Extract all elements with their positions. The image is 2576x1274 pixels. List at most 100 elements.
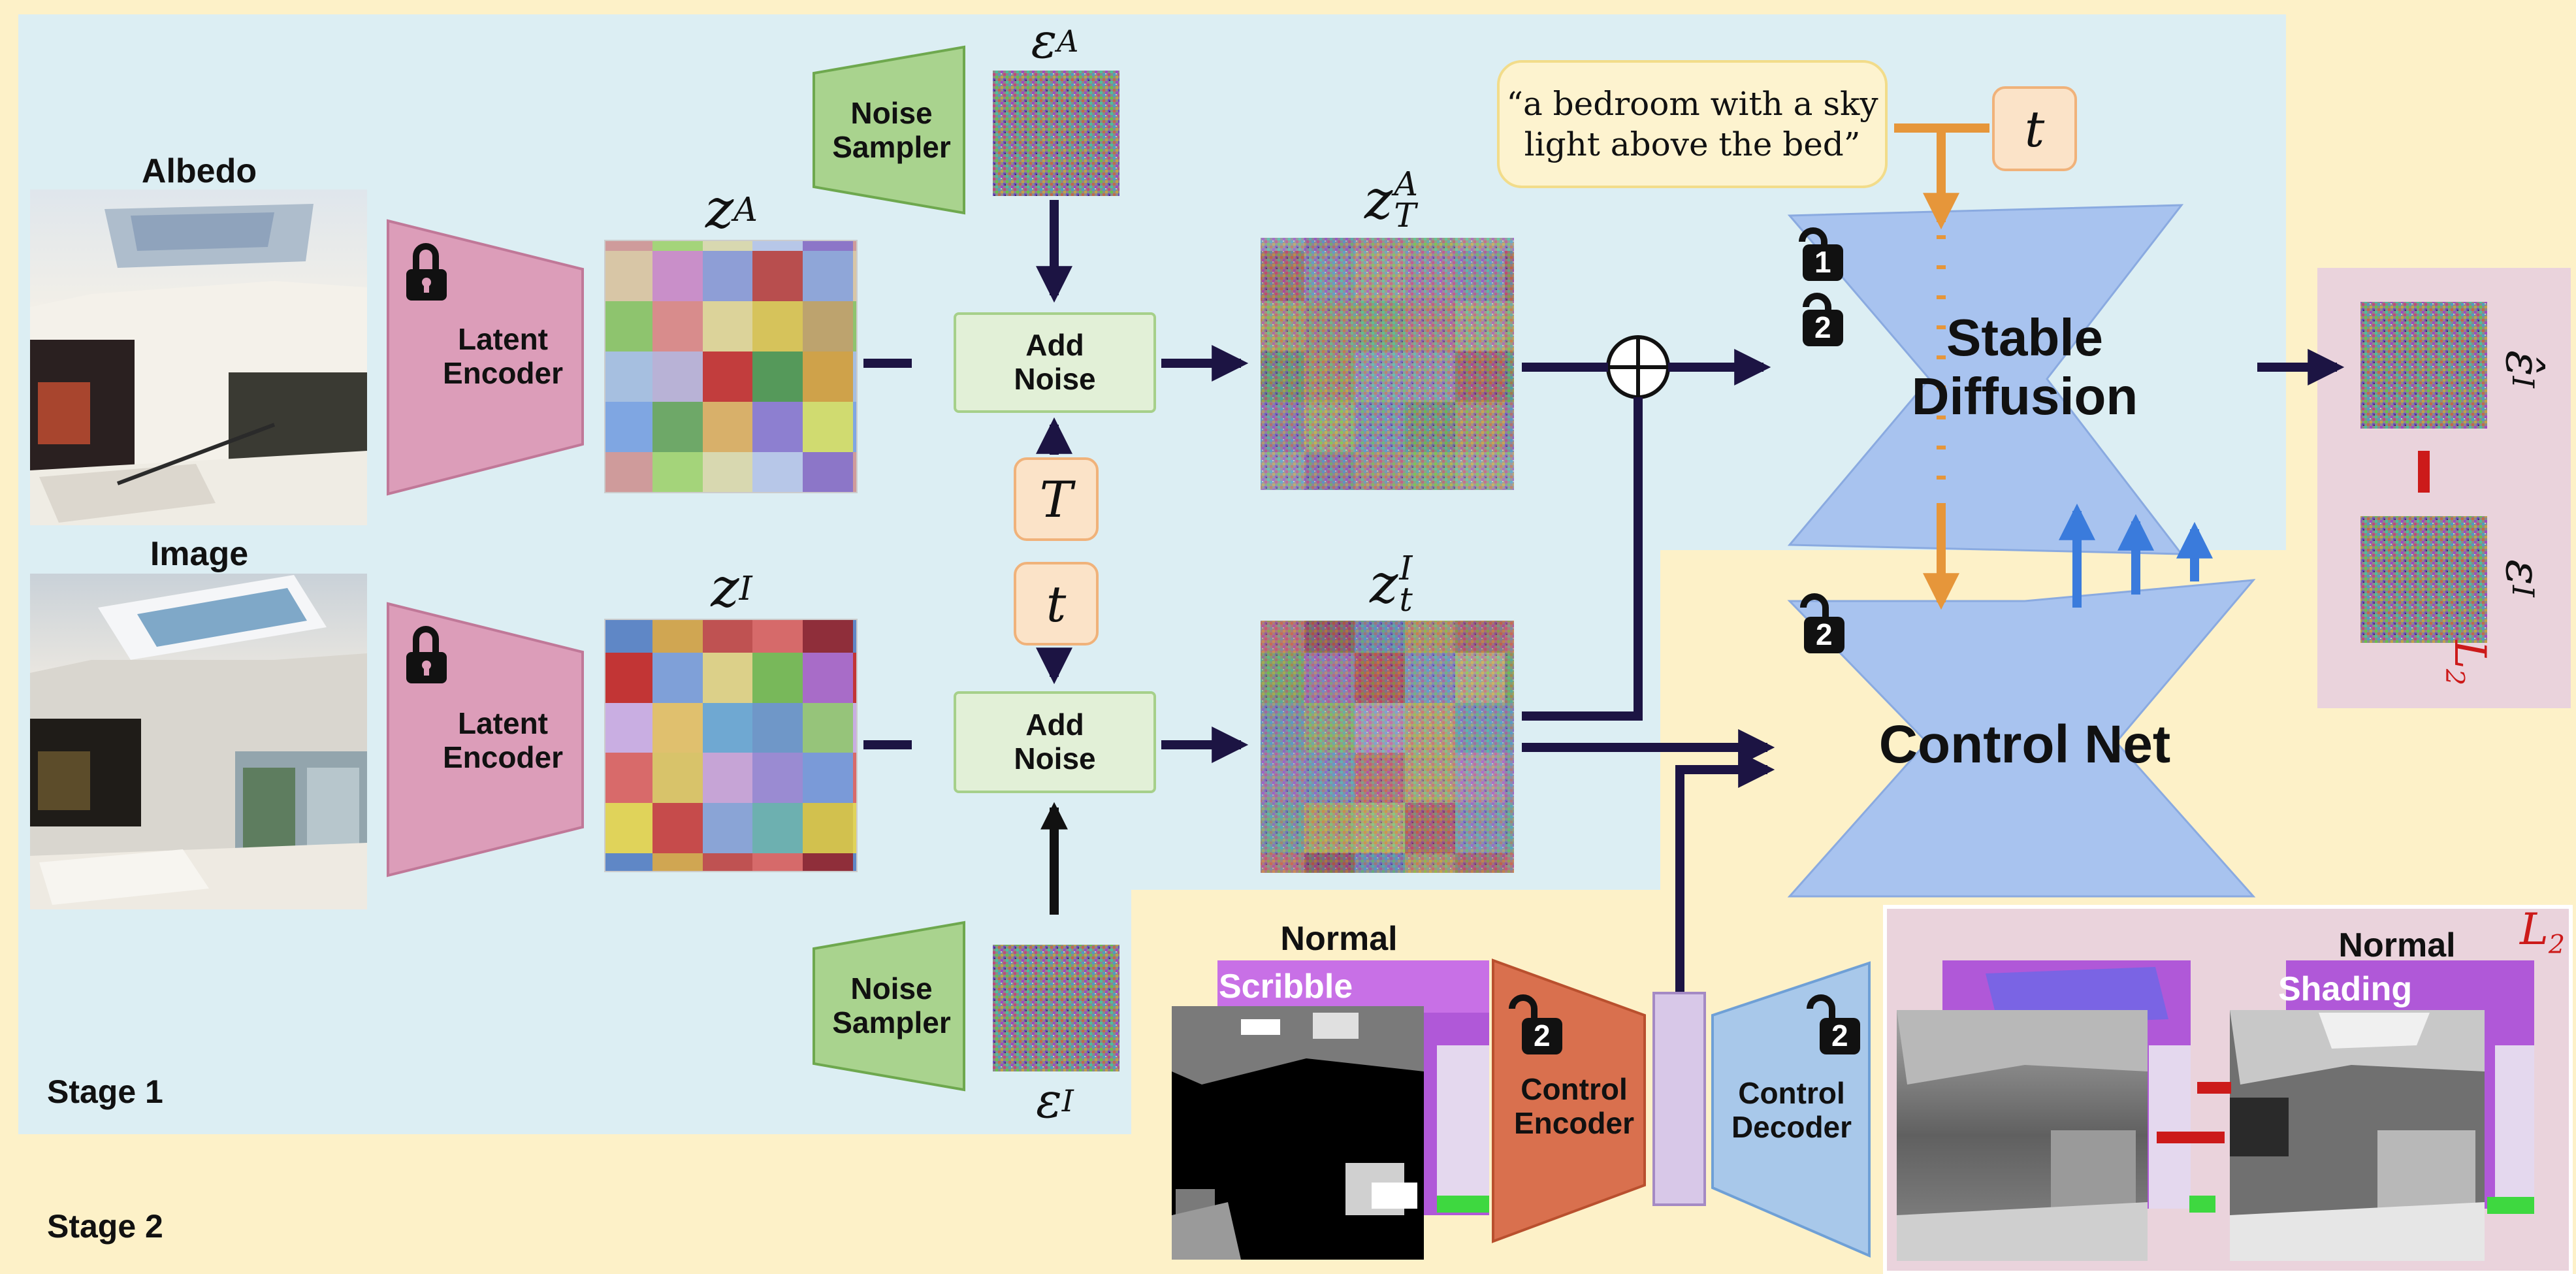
normal-scribble-image [1172, 960, 1489, 1260]
zI-sup: I [739, 568, 752, 608]
add-noise-box-bottom [954, 691, 1156, 793]
noise-sampler-bottom-label: Noise Sampler [816, 967, 967, 1045]
epsI-sup: I [1061, 1083, 1074, 1119]
control-net-label: Control Net [1878, 715, 2171, 775]
noise-sampler-top [813, 45, 965, 215]
latent-encoder-albedo-label: Latent Encoder [411, 318, 594, 396]
add-noise-bottom-label: Add Noise [955, 695, 1155, 789]
ztI-base: z [1370, 553, 1398, 615]
badge-control-encoder [1509, 994, 1562, 1054]
eps-target-sup: I [2505, 585, 2541, 597]
timestep-T-label: T [1039, 470, 1073, 529]
symbol-eps-hat: ε̂I [2487, 333, 2559, 405]
latent-zI-grid [604, 619, 858, 872]
control-decoder-line1: Control [1738, 1076, 1845, 1111]
badge-control-decoder-text: 2 [1831, 1019, 1848, 1053]
prompt-box [1497, 60, 1888, 188]
eps-hat-base: ε̂ [2495, 350, 2551, 376]
control-encoder-line1: Control [1521, 1072, 1628, 1107]
zTA-sup: A [1394, 164, 1418, 203]
noise-sampler-line2: Sampler [832, 1005, 951, 1039]
stable-diffusion-label: Stable Diffusion [1848, 295, 2201, 439]
control-encoder-line2: Encoder [1513, 1106, 1635, 1140]
stage1-label: Stage 1 [47, 1073, 163, 1110]
eps-target-base: ε [2495, 559, 2551, 585]
control-decoder-line2: Decoder [1731, 1110, 1852, 1144]
badge-control-decoder [1807, 994, 1860, 1054]
noise-square-epsA [993, 71, 1119, 196]
noise-sampler-line2: Sampler [832, 130, 951, 164]
timestep-box-T [1014, 457, 1099, 541]
add-noise-line1: Add [1025, 328, 1084, 363]
ztI-sub: t [1399, 580, 1413, 619]
normal-scribble-line2: Scribble [1219, 968, 1353, 1005]
latent-zA-grid [604, 240, 858, 493]
albedo-title: Albedo [141, 152, 257, 190]
control-decoder-label: Control Decoder [1705, 1071, 1878, 1150]
zA-sup: A [733, 189, 758, 229]
noisy-latent-ztI [1261, 621, 1514, 873]
badge-controlnet [1800, 593, 1844, 653]
timestep-t-left-label: t [1046, 574, 1067, 633]
zI-base: z [711, 557, 739, 619]
loss-subscript: 2 [2439, 668, 2470, 686]
epsI-base: ε [1036, 1073, 1062, 1129]
encoder-line2: Encoder [442, 740, 564, 774]
control-encoder-label: Control Encoder [1489, 1068, 1659, 1146]
dark-arrows [863, 200, 2345, 992]
stage1-background [18, 14, 2286, 1134]
control-net-hourglass [1787, 579, 2256, 898]
loss-dash-stage1 [2418, 451, 2430, 493]
zTA-base: z [1364, 169, 1393, 231]
blue-arrows [2059, 503, 2213, 608]
zA-base: z [705, 178, 734, 240]
lock-icon-encoder-albedo [406, 243, 447, 301]
zTA-sub: T [1394, 196, 1417, 235]
image-title: Image [150, 534, 249, 573]
badge-sd-1-text: 1 [1814, 245, 1831, 279]
badge-controlnet-text: 2 [1816, 617, 1833, 651]
shading-image-right [2230, 960, 2534, 1261]
noisy-latent-zTA [1261, 238, 1514, 490]
add-noise-line2: Noise [1014, 362, 1096, 396]
loss-symbol: L [2520, 904, 2549, 955]
shading-image-left [1897, 960, 2215, 1261]
stable-diffusion-line2: Diffusion [1911, 367, 2138, 425]
pred-noise-square [2360, 302, 2487, 429]
lock-icon-encoder-image [406, 626, 447, 683]
timestep-box-t-left [1014, 562, 1099, 645]
badge-sd-2-text: 2 [1814, 310, 1831, 344]
noise-sampler-line1: Noise [850, 96, 933, 131]
albedo-image [30, 189, 367, 525]
prompt-text: “a bedroom with a sky light above the be… [1498, 61, 1886, 187]
loss-label-stage2: L2 [2520, 904, 2565, 960]
target-noise-square [2360, 516, 2487, 643]
control-latent-bar [1652, 992, 1706, 1206]
encoder-line1: Latent [458, 706, 548, 741]
loss-dash-shading-1 [2197, 1082, 2231, 1094]
add-noise-box-top [954, 312, 1156, 413]
noise-sampler-bottom [813, 921, 965, 1092]
encoder-line1: Latent [458, 322, 548, 357]
noise-sampler-line1: Noise [850, 972, 933, 1006]
prompt-line2: light above the bed” [1524, 125, 1861, 163]
encoder-line2: Encoder [442, 356, 564, 390]
badge-control-encoder-text: 2 [1534, 1019, 1551, 1053]
ztI-sup: I [1399, 548, 1413, 587]
orange-arrows [1894, 123, 1989, 610]
latent-encoder-image-label: Latent Encoder [411, 702, 594, 780]
prompt-line1: “a bedroom with a sky [1506, 84, 1878, 123]
normal-shading-line1: Normal [2338, 926, 2456, 964]
epsA-sup: A [1057, 24, 1079, 59]
stage2-label: Stage 2 [47, 1208, 163, 1245]
timestep-t-right-label: t [2024, 99, 2045, 158]
